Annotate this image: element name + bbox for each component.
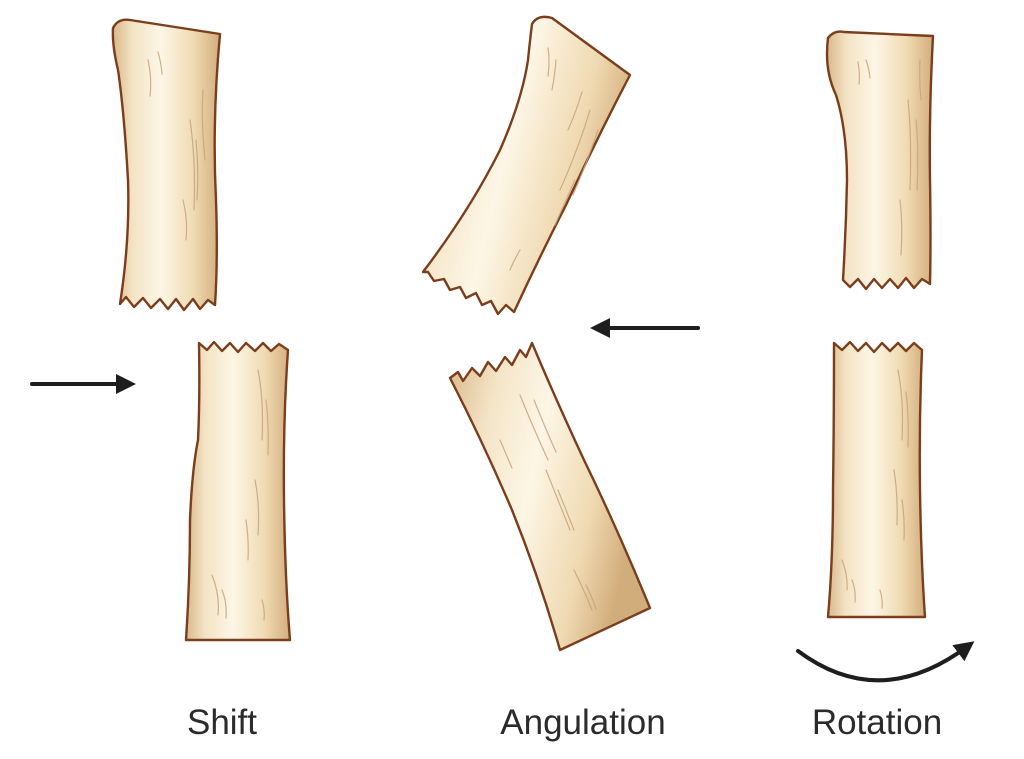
- shift-panel: Shift: [30, 18, 292, 742]
- rotation-arrow: [796, 641, 975, 683]
- angulation-proximal-fragment: [421, 15, 632, 316]
- rotation-distal-fragment: [826, 340, 927, 619]
- shift-label: Shift: [187, 703, 257, 742]
- rotation-label: Rotation: [812, 703, 942, 742]
- shift-distal-fragment: [184, 340, 292, 642]
- rotation-panel: Rotation: [796, 30, 975, 742]
- angulation-label: Angulation: [500, 703, 665, 742]
- angulation-panel: Angulation: [421, 15, 700, 742]
- rotation-proximal-fragment: [825, 30, 935, 291]
- angulation-distal-fragment: [448, 341, 652, 652]
- shift-proximal-fragment: [111, 18, 222, 312]
